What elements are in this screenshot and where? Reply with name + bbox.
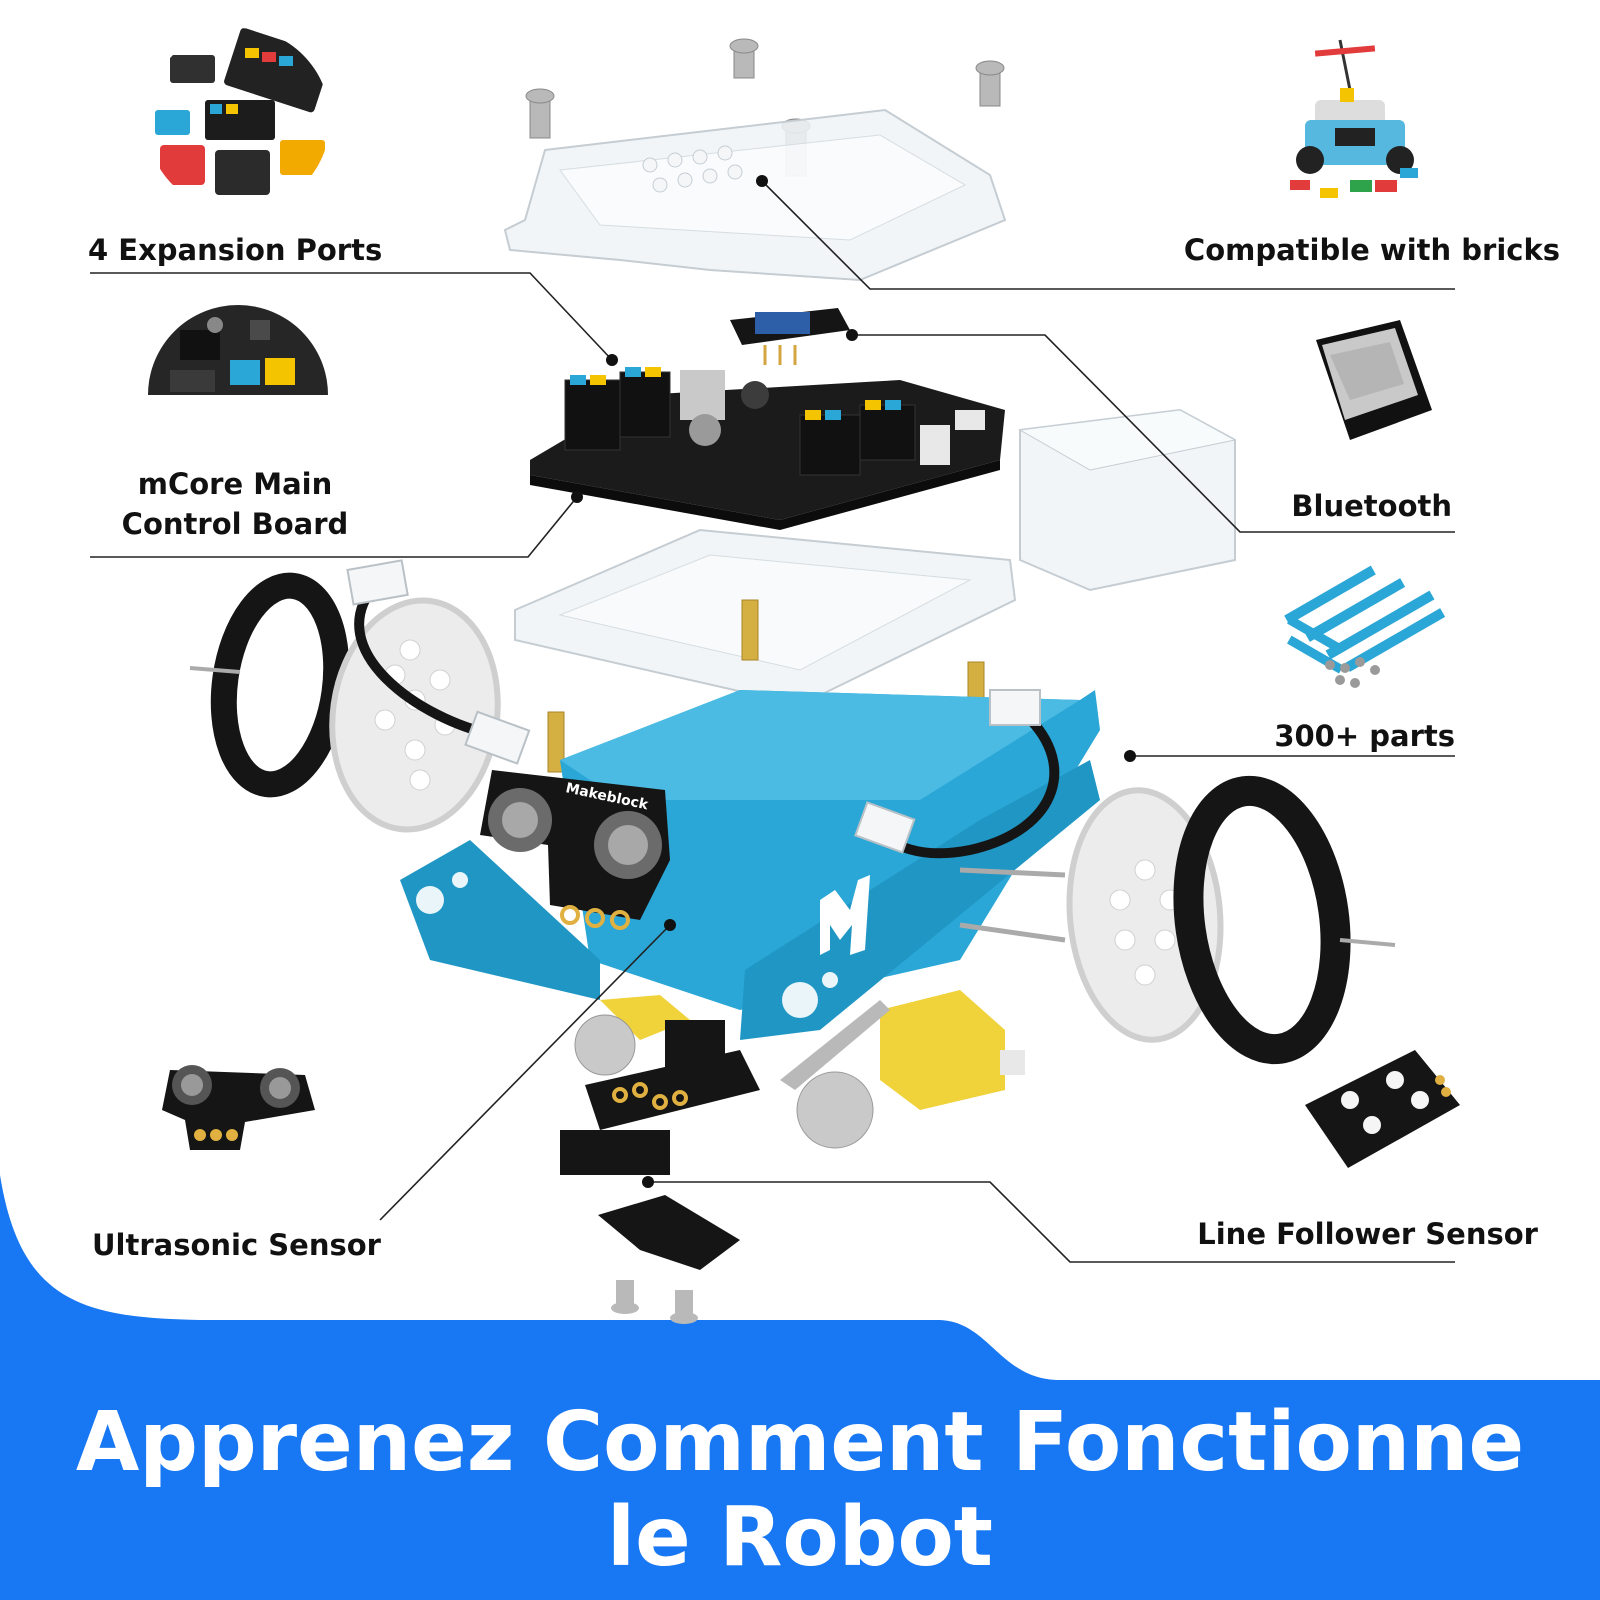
label-parts: 300+ parts <box>1274 719 1455 753</box>
leader-lines <box>90 180 1455 1263</box>
line-follower-photo-icon <box>1305 1050 1460 1168</box>
chassis <box>400 690 1100 1040</box>
ultrasonic-sensor: Makeblock <box>480 770 670 930</box>
label-main-board-line2: Control Board <box>121 507 349 541</box>
mcore-board <box>530 367 1005 530</box>
banner <box>0 1175 1600 1600</box>
label-line-follower: Line Follower Sensor <box>1197 1217 1538 1251</box>
headline: Apprenez Comment Fonctionne le Robot <box>0 1395 1600 1585</box>
leader-dots <box>571 175 1136 1188</box>
label-expansion-ports: 4 Expansion Ports <box>88 233 383 267</box>
headline-line1: Apprenez Comment Fonctionne <box>75 1395 1525 1490</box>
motors <box>574 990 1025 1149</box>
label-bluetooth: Bluetooth <box>1291 489 1452 523</box>
expansion-ports-photo-icon <box>146 28 330 212</box>
parts-photo-icon <box>1278 560 1458 710</box>
line-follower-sensor <box>560 1050 760 1175</box>
bluetooth-module-photo-icon <box>1316 320 1432 440</box>
base-plate <box>514 528 1017 707</box>
main-board-photo-icon <box>148 305 328 395</box>
left-wheel <box>189 572 501 833</box>
label-bricks: Compatible with bricks <box>1183 233 1560 267</box>
right-wheel <box>959 775 1396 1065</box>
rj25-connectors <box>346 559 1041 854</box>
headline-line2: le Robot <box>607 1490 993 1585</box>
top-shell <box>503 108 1007 282</box>
ultrasonic-photo-icon <box>162 1065 315 1150</box>
label-ultrasonic: Ultrasonic Sensor <box>92 1228 381 1262</box>
label-main-board-line1: mCore Main <box>137 467 333 501</box>
label-main-board: mCore Main Control Board <box>90 464 380 544</box>
battery-box <box>1018 408 1237 592</box>
bottom-bracket <box>598 1195 740 1324</box>
bricks-robot-photo-icon <box>1290 39 1418 198</box>
bluetooth-module <box>730 308 850 365</box>
